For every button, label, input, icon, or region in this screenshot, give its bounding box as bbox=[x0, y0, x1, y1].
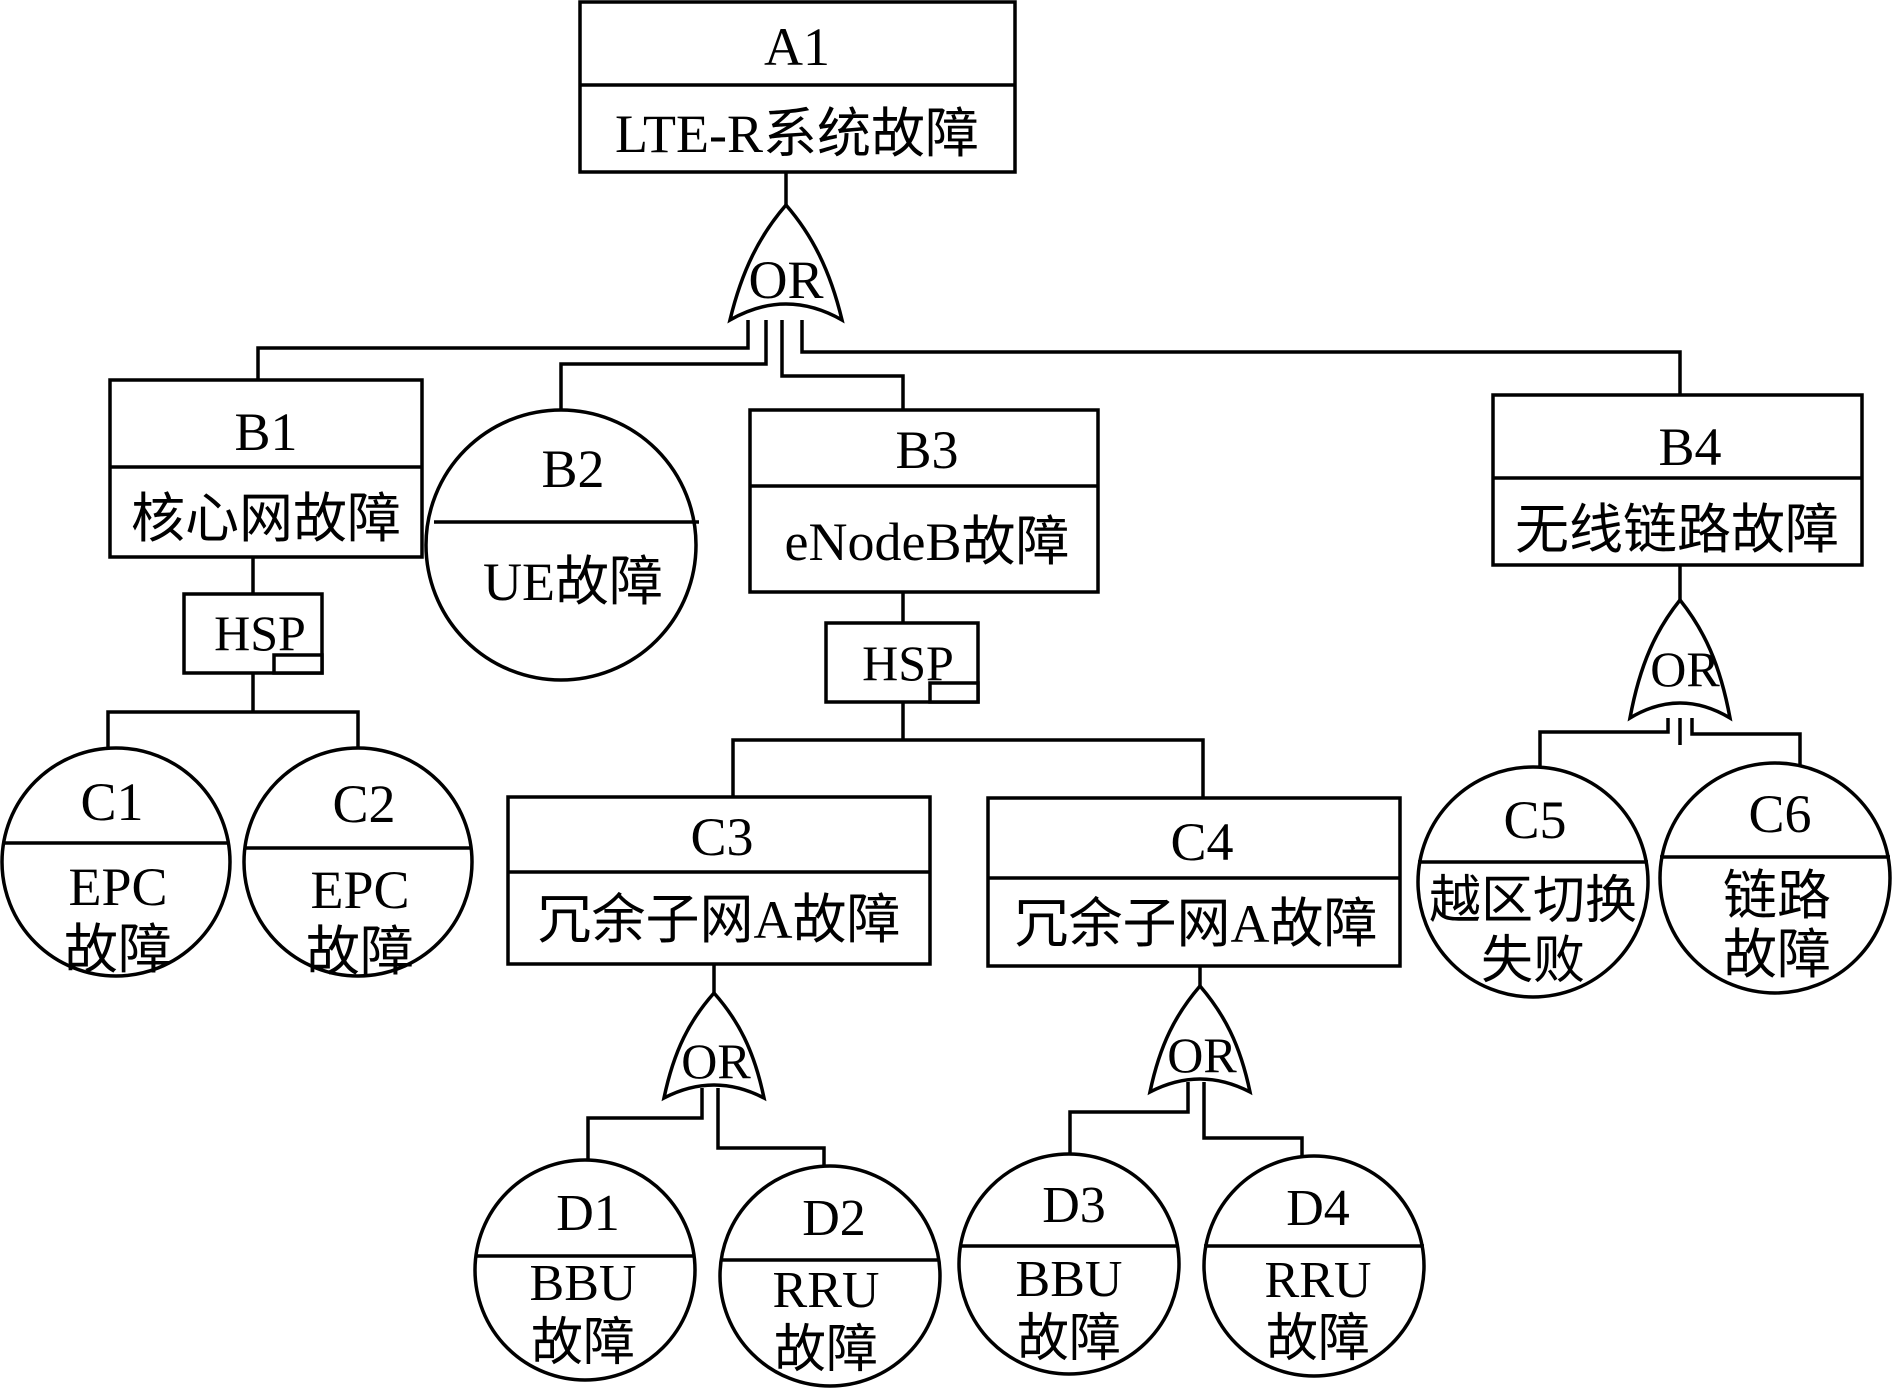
event-d1: D1 BBU 故障 bbox=[473, 1158, 697, 1382]
event-c5: C5 越区切换 失败 bbox=[1416, 765, 1650, 999]
event-d3: D3 BBU 故障 bbox=[957, 1152, 1181, 1376]
event-b4: B4 无线链路故障 bbox=[1491, 393, 1864, 567]
event-id: C4 bbox=[1170, 812, 1233, 872]
event-id: C2 bbox=[332, 774, 395, 834]
gate-label: HSP bbox=[862, 635, 954, 691]
gate-label: OR bbox=[1167, 1027, 1237, 1083]
or-gate-a1: OR bbox=[727, 202, 845, 324]
event-id: B1 bbox=[234, 402, 297, 462]
event-id: C5 bbox=[1503, 790, 1566, 850]
or-gate-c4: OR bbox=[1147, 983, 1253, 1096]
gate-label: OR bbox=[748, 250, 823, 310]
event-line1: EPC bbox=[310, 860, 409, 920]
event-id: C3 bbox=[690, 807, 753, 867]
event-b1: B1 核心网故障 bbox=[108, 378, 424, 559]
event-b2: B2 UE故障 bbox=[424, 408, 699, 682]
event-line1: BBU bbox=[530, 1255, 637, 1312]
or-gate-b4: OR bbox=[1627, 597, 1733, 722]
or-gate-c3: OR bbox=[661, 990, 767, 1102]
event-line2: 故障 bbox=[531, 1315, 635, 1372]
event-d4: D4 RRU 故障 bbox=[1202, 1154, 1426, 1378]
event-line2: 失败 bbox=[1481, 933, 1585, 990]
event-b3: B3 eNodeB故障 bbox=[748, 408, 1100, 594]
event-id: A1 bbox=[764, 17, 830, 77]
event-line1: RRU bbox=[1265, 1252, 1372, 1309]
event-line2: 故障 bbox=[306, 922, 414, 982]
event-id: B2 bbox=[541, 439, 604, 499]
gate-label: HSP bbox=[214, 605, 306, 661]
hsp-gate-b1: HSP bbox=[182, 592, 324, 675]
gate-label: OR bbox=[681, 1033, 751, 1089]
event-label: LTE-R系统故障 bbox=[615, 104, 979, 164]
event-line2: 故障 bbox=[1017, 1311, 1121, 1368]
event-line1: 链路 bbox=[1723, 866, 1831, 926]
event-label: 冗余子网A故障 bbox=[538, 890, 901, 950]
event-c2: C2 EPC 故障 bbox=[242, 746, 474, 982]
event-id: B3 bbox=[895, 420, 958, 480]
event-id: D4 bbox=[1286, 1180, 1350, 1237]
hsp-gate-b3: HSP bbox=[824, 621, 980, 704]
event-id: D3 bbox=[1042, 1177, 1106, 1234]
event-line2: 故障 bbox=[1723, 925, 1831, 985]
event-label: 核心网故障 bbox=[131, 489, 401, 549]
event-line1: EPC bbox=[68, 857, 167, 917]
event-label: 冗余子网A故障 bbox=[1015, 894, 1378, 954]
event-label: eNodeB故障 bbox=[785, 512, 1070, 572]
event-a1: A1 LTE-R系统故障 bbox=[578, 0, 1017, 174]
event-label: UE故障 bbox=[483, 552, 663, 612]
event-line2: 故障 bbox=[774, 1322, 878, 1379]
event-line1: RRU bbox=[773, 1262, 880, 1319]
event-line2: 故障 bbox=[64, 920, 172, 980]
event-id: C6 bbox=[1748, 784, 1811, 844]
event-label: 无线链路故障 bbox=[1515, 500, 1839, 560]
event-id: B4 bbox=[1658, 417, 1721, 477]
event-c1: C1 EPC 故障 bbox=[0, 746, 232, 980]
event-id: D1 bbox=[556, 1185, 620, 1242]
event-c4: C4 冗余子网A故障 bbox=[986, 796, 1402, 968]
connector-lines bbox=[106, 172, 1802, 1170]
event-line1: 越区切换 bbox=[1429, 873, 1637, 930]
event-c3: C3 冗余子网A故障 bbox=[506, 795, 932, 966]
event-id: C1 bbox=[80, 772, 143, 832]
event-d2: D2 RRU 故障 bbox=[718, 1164, 942, 1388]
event-id: D2 bbox=[802, 1190, 866, 1247]
event-line1: BBU bbox=[1016, 1251, 1123, 1308]
event-line2: 故障 bbox=[1266, 1311, 1370, 1368]
event-c6: C6 链路 故障 bbox=[1658, 761, 1892, 995]
gate-label: OR bbox=[1650, 641, 1720, 697]
